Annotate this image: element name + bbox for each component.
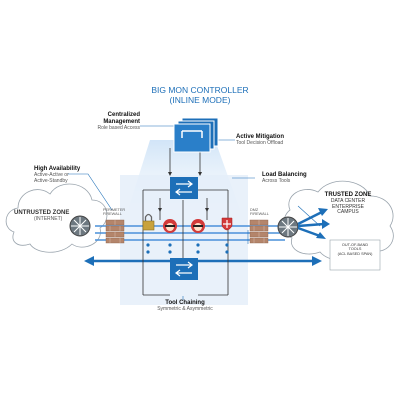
load-balancing-label: Load Balancing Across Tools — [262, 172, 307, 184]
untrusted-zone-label: UNTRUSTED ZONE (INTERNET) — [14, 210, 70, 222]
availability-label: High Availability Active-Active or Activ… — [34, 166, 81, 184]
dmz-firewall-label: DMZ FIREWALL — [250, 208, 269, 217]
centralized-label: Centralized Management Role based Access — [97, 112, 140, 131]
shield-icon — [221, 217, 233, 231]
controller-icon — [173, 117, 219, 153]
control-links — [142, 148, 229, 296]
mitigation-label: Active Mitigation Tool Decision Offload — [236, 134, 285, 146]
trusted-zone-label: TRUSTED ZONE DATA CENTER ENTERPRISE CAMP… — [324, 192, 372, 216]
controller-title: BIG MON CONTROLLER (INLINE MODE) — [151, 85, 249, 105]
firewall-icon — [105, 219, 125, 244]
spy-tool-icon — [191, 219, 205, 233]
spy-tool-icon — [163, 219, 177, 233]
router-icon — [69, 215, 91, 237]
tool-chaining-label: Tool Chaining Symmetric & Asymmetric — [157, 300, 213, 312]
trusted-arrows — [297, 208, 330, 239]
arrowheads — [158, 172, 209, 212]
lock-icon — [142, 213, 155, 231]
callout-lines — [68, 125, 321, 300]
switch-icon — [170, 177, 198, 199]
firewall-icon — [249, 219, 269, 244]
bidirectional-arrow — [84, 256, 322, 266]
oob-tools-box — [329, 239, 381, 271]
switch-icon — [170, 258, 198, 280]
perimeter-firewall-label: PERIMETER FIREWALL — [103, 208, 126, 217]
port-dots — [146, 243, 229, 254]
oob-tools-label: OUT-OF-BAND TOOLS (ACL BASED SPAN) — [337, 243, 373, 256]
router-icon — [277, 216, 299, 238]
